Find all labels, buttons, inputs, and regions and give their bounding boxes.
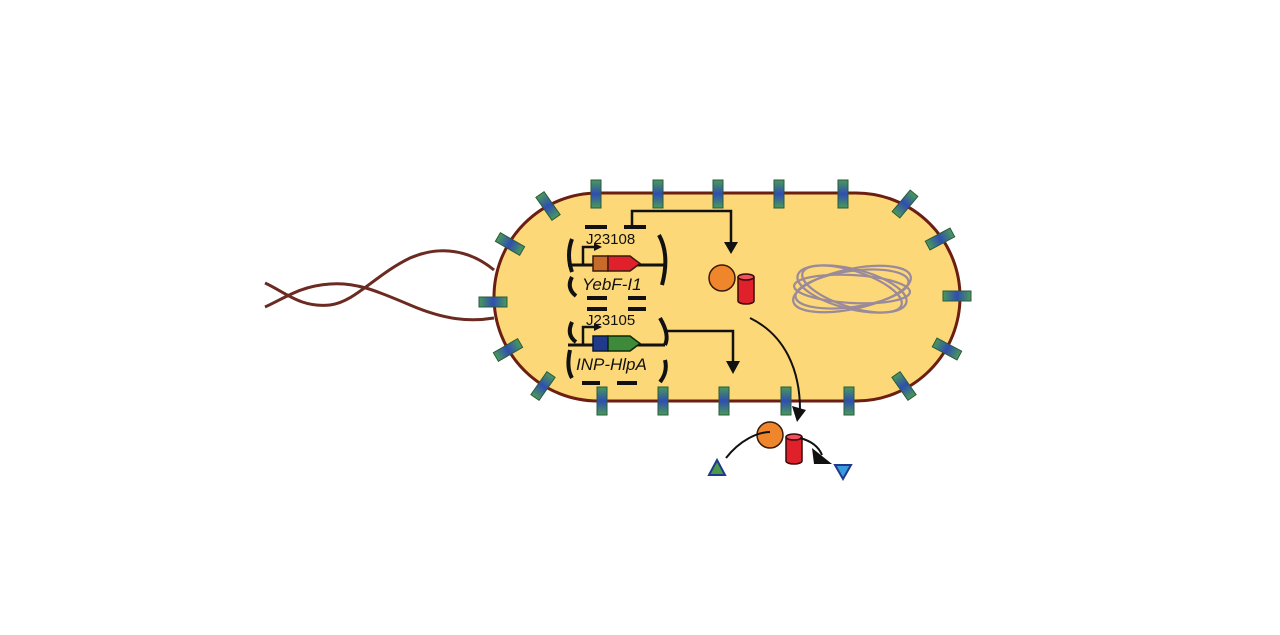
- expression-arrow-2: [665, 329, 740, 374]
- intracellular-enzyme: [708, 264, 755, 305]
- gene-label-2: INP-HlpA: [576, 355, 647, 374]
- expression-arrow-1: [630, 209, 738, 254]
- construct-inp: J23105 INP-HlpA: [566, 307, 669, 385]
- gene-label-1: YebF-I1: [582, 275, 642, 294]
- promoter-label-2: J23105: [586, 312, 635, 329]
- substrate-triangle-icon: [707, 457, 727, 476]
- promoter-label-1: J23108: [586, 231, 635, 248]
- translocation-arrow: [749, 317, 806, 422]
- nucleoid: [792, 264, 912, 314]
- product-triangle-icon: [833, 464, 853, 482]
- membrane-proteins: [478, 179, 972, 416]
- construct-yebf: J23108 YebF-I1: [567, 225, 668, 300]
- reaction-arrow: [725, 431, 832, 464]
- flagellum: [264, 249, 495, 322]
- surface-enzyme: [756, 421, 803, 465]
